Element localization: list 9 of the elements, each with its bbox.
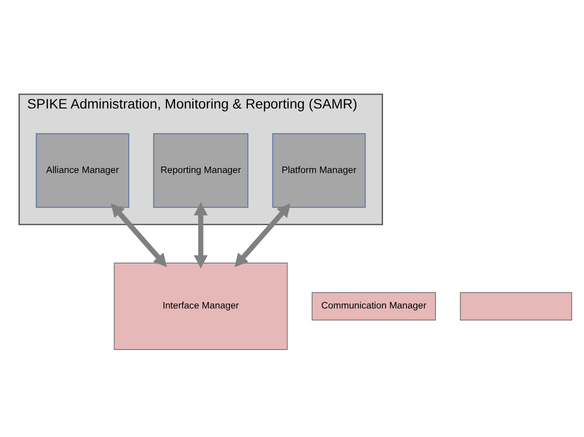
node-box: Interface Manager [114, 262, 288, 350]
arrow [110, 204, 167, 268]
node-box [460, 292, 572, 320]
node-box: Communication Manager [312, 292, 436, 320]
node-box: Alliance Manager [36, 133, 130, 208]
arrow [194, 202, 208, 268]
arrow [234, 204, 291, 268]
node-box: Platform Manager [272, 133, 366, 208]
node-box: Reporting Manager [153, 133, 248, 208]
